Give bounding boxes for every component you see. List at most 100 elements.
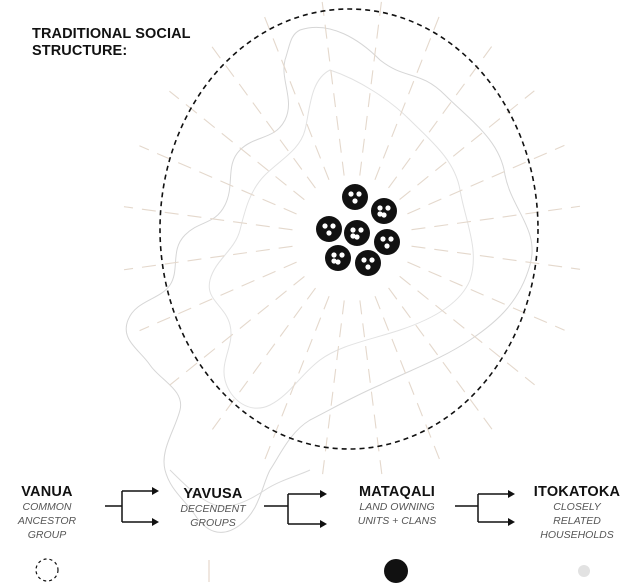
level-name: YAVUSA (183, 486, 243, 502)
radial-ray (407, 144, 565, 215)
mataqali-cluster (316, 184, 400, 276)
radial-ray (169, 90, 305, 201)
radial-ray (321, 300, 345, 478)
household-dot (326, 230, 332, 236)
radial-ray (388, 45, 493, 189)
household-dot (330, 223, 336, 229)
radial-ray (411, 205, 581, 231)
radial-ray (399, 275, 535, 386)
radial-ray (411, 245, 581, 270)
household-dot (331, 258, 337, 264)
radial-ray (123, 206, 293, 231)
level-vanua: VANUA COMMON ANCESTOR GROUP (2, 484, 92, 542)
level-desc-line: COMMON (22, 501, 72, 513)
radial-ray (211, 287, 316, 431)
household-dot (348, 191, 354, 197)
household-dot (358, 227, 364, 233)
yavusa-disc-fill (355, 250, 381, 276)
arrow-vanua-to-yavusa (105, 487, 159, 526)
household-dot (377, 205, 383, 211)
radial-ray (388, 287, 493, 430)
radial-rays (123, 0, 581, 478)
household-dot (322, 223, 328, 229)
vanua-boundary-ellipse (159, 8, 539, 450)
radial-ray (139, 145, 297, 215)
level-name: VANUA (21, 484, 73, 500)
yavusa-disc (344, 220, 370, 246)
household-dot (350, 233, 356, 239)
radial-ray (359, 0, 383, 176)
level-desc-line: GROUPS (190, 517, 236, 529)
radial-ray (263, 296, 330, 462)
bracket-lines (455, 493, 508, 523)
arrow-mataqali-to-itokatoka (455, 490, 515, 526)
household-dot (339, 252, 345, 258)
household-dot (385, 205, 391, 211)
household-dot (350, 227, 356, 233)
radial-ray (359, 300, 383, 478)
household-dot (354, 234, 360, 240)
household-dot (388, 236, 394, 242)
bracket-lines (105, 490, 152, 523)
household-dot (356, 191, 362, 197)
level-itokatoka: ITOKATOKA CLOSELY RELATED HOUSEHOLDS (522, 484, 632, 542)
radial-ray (374, 14, 441, 180)
yavusa-disc (325, 245, 351, 271)
level-desc-line: UNITS + CLANS (357, 515, 437, 527)
household-dot (384, 243, 390, 249)
vanua-symbol (35, 558, 59, 582)
yavusa-disc-fill (316, 216, 342, 242)
arrow-yavusa-to-mataqali (264, 490, 327, 528)
household-dot (335, 259, 341, 265)
household-dot (369, 257, 375, 263)
level-desc-line: GROUP (27, 529, 67, 541)
itokatoka-symbol (578, 565, 590, 577)
level-desc-line: ANCESTOR (17, 515, 77, 527)
island-outline (125, 26, 533, 533)
household-dot (361, 257, 367, 263)
island-coast-bottom (169, 469, 311, 507)
radial-ray (399, 90, 535, 201)
yavusa-disc-fill (342, 184, 368, 210)
arrowhead (508, 490, 515, 498)
level-mataqali: MATAQALI LAND OWNING UNITS + CLANS (342, 484, 452, 528)
radial-ray (407, 261, 565, 331)
level-desc-line: CLOSELY (553, 501, 601, 513)
yavusa-disc (342, 184, 368, 210)
level-name: ITOKATOKA (533, 484, 621, 500)
arrowhead (320, 490, 327, 498)
arrowhead (508, 518, 515, 526)
household-dot (365, 264, 371, 270)
radial-ray (374, 295, 441, 462)
yavusa-disc-fill (344, 220, 370, 246)
bracket-lines (264, 493, 320, 525)
arrowhead (320, 520, 327, 528)
level-desc-line: DECENDENT (180, 503, 246, 515)
radial-ray (211, 46, 316, 189)
diagram-title: TRADITIONAL SOCIAL STRUCTURE: (32, 26, 191, 59)
level-desc-line: HOUSEHOLDS (540, 529, 614, 541)
arrowhead (152, 487, 159, 495)
arrowhead (152, 518, 159, 526)
hierarchy-arrows (105, 487, 515, 528)
yavusa-disc (355, 250, 381, 276)
yavusa-disc-fill (374, 229, 400, 255)
household-dot (331, 252, 337, 258)
mataqali-symbol (384, 559, 408, 583)
level-name: MATAQALI (359, 484, 435, 500)
yavusa-disc (316, 216, 342, 242)
household-dot (380, 236, 386, 242)
radial-ray (169, 275, 305, 386)
level-desc-line: RELATED (553, 515, 601, 527)
household-dot (377, 211, 383, 217)
household-dot (381, 212, 387, 218)
yavusa-disc-fill (371, 198, 397, 224)
household-dot (352, 198, 358, 204)
level-yavusa: YAVUSA DECENDENT GROUPS (168, 486, 258, 530)
yavusa-disc (374, 229, 400, 255)
radial-ray (139, 261, 297, 332)
island-outline-inner (208, 69, 474, 409)
yavusa-disc-fill (325, 245, 351, 271)
